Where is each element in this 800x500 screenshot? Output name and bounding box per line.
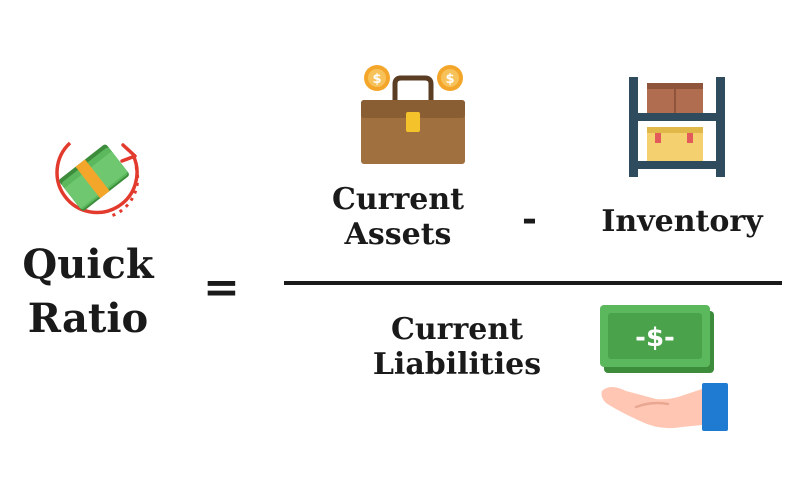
fraction-bar bbox=[284, 281, 782, 285]
current-liabilities-line-1: Current bbox=[390, 312, 524, 347]
minus-sign: - bbox=[522, 198, 537, 240]
formula-title: Quick Ratio bbox=[8, 238, 168, 346]
current-assets-line-2: Assets bbox=[344, 217, 452, 253]
coin-symbol-right: $ bbox=[445, 72, 454, 87]
current-assets-label: Current Assets bbox=[318, 182, 478, 253]
title-line-1: Quick bbox=[22, 241, 154, 288]
equals-sign: = bbox=[203, 262, 240, 313]
current-liabilities-line-2: Liabilities bbox=[372, 347, 542, 383]
coin-symbol-left: $ bbox=[372, 72, 381, 87]
warehouse-shelf-icon bbox=[629, 77, 725, 177]
title-line-2: Ratio bbox=[27, 295, 149, 342]
inventory-text: Inventory bbox=[601, 204, 763, 239]
inventory-label: Inventory bbox=[582, 204, 782, 239]
current-liabilities-label: Current Liabilities bbox=[342, 312, 572, 383]
briefcase-coins-icon: $ $ bbox=[361, 65, 465, 164]
cash-refresh-icon bbox=[55, 141, 140, 219]
hand-cash-icon: -$- bbox=[600, 305, 728, 431]
current-assets-line-1: Current bbox=[331, 182, 465, 217]
banknote-symbol: -$- bbox=[635, 323, 675, 353]
